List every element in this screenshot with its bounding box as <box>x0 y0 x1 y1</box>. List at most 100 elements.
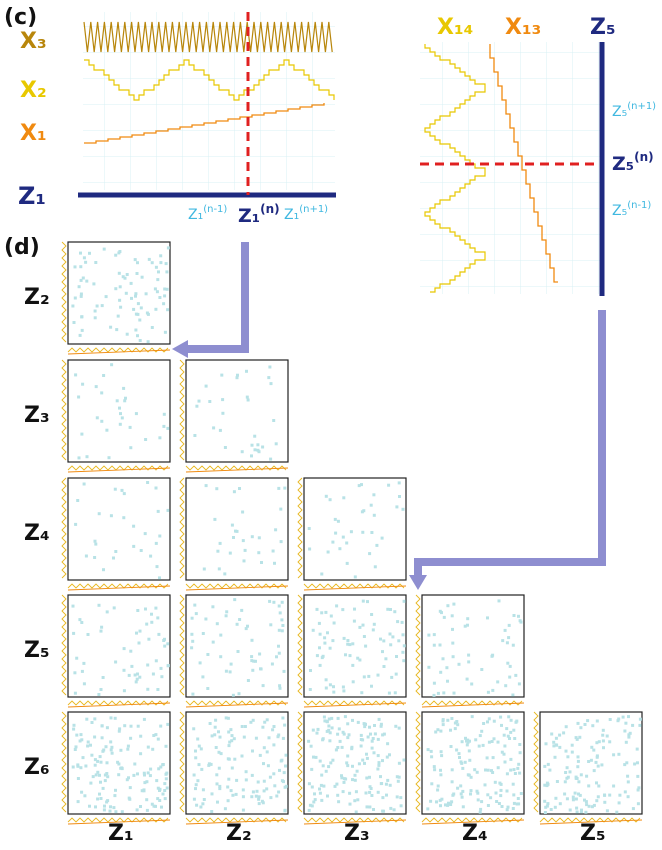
recurrence-dot <box>333 517 337 521</box>
recurrence-dot <box>342 496 346 500</box>
recurrence-dot <box>101 786 105 790</box>
recurrence-dot <box>621 715 625 719</box>
recurrence-dot <box>579 773 583 777</box>
recurrence-dot <box>145 780 149 784</box>
recurrence-dot <box>401 507 405 511</box>
recurrence-dot <box>112 606 116 610</box>
recurrence-dot <box>489 796 493 800</box>
matrix-bottom-signal <box>67 817 169 823</box>
recurrence-dot <box>166 308 170 312</box>
recurrence-dot <box>92 282 96 286</box>
recurrence-dot <box>617 801 621 805</box>
recurrence-dot <box>499 794 503 798</box>
recurrence-dot <box>161 763 165 767</box>
recurrence-dot <box>80 790 84 794</box>
recurrence-dot <box>272 419 276 422</box>
recurrence-dot <box>580 808 583 812</box>
recurrence-dot <box>438 798 442 802</box>
matrix-bottom-signal <box>421 700 523 706</box>
recurrence-dot <box>376 767 380 771</box>
matrix-bottom-signal <box>67 347 169 353</box>
recurrence-dot <box>476 798 480 802</box>
recurrence-dot <box>326 550 330 554</box>
recurrence-dot <box>342 777 346 781</box>
recurrence-dot <box>377 717 381 721</box>
recurrence-dot <box>99 760 103 764</box>
recurrence-dot <box>118 422 122 426</box>
recurrence-dot <box>139 306 143 310</box>
recurrence-dot <box>118 285 122 289</box>
recurrence-dot <box>282 669 286 673</box>
recurrence-dot <box>486 768 490 772</box>
recurrence-dot <box>123 276 127 280</box>
recurrence-matrix <box>185 477 289 581</box>
recurrence-dot <box>554 736 558 740</box>
recurrence-dot <box>103 779 107 783</box>
recurrence-dot <box>84 260 88 264</box>
recurrence-dot <box>94 542 98 546</box>
recurrence-dot <box>99 780 102 784</box>
recurrence-dot <box>353 607 356 611</box>
recurrence-dot <box>391 635 395 639</box>
recurrence-dot <box>384 657 388 661</box>
recurrence-dot <box>201 788 205 792</box>
recurrence-dot <box>232 490 236 494</box>
recurrence-dot <box>309 744 313 748</box>
recurrence-dot <box>626 774 630 778</box>
recurrence-dot <box>467 660 471 664</box>
recurrence-dot <box>268 775 272 779</box>
row-label: Z₂ <box>24 285 50 310</box>
recurrence-dot <box>508 737 511 740</box>
recurrence-dot <box>108 809 112 813</box>
recurrence-dot <box>109 748 113 752</box>
recurrence-dot <box>117 762 121 766</box>
recurrence-dot <box>215 782 219 786</box>
recurrence-dot <box>395 795 399 799</box>
recurrence-dot <box>377 761 381 765</box>
recurrence-dot <box>381 650 384 654</box>
matrix-bottom-signal <box>185 465 287 471</box>
recurrence-dot <box>486 720 489 724</box>
signal-x3-label: X₃ <box>20 29 47 54</box>
recurrence-dot <box>335 782 339 786</box>
recurrence-dot <box>166 246 170 250</box>
recurrence-dot <box>138 629 142 633</box>
recurrence-dot <box>460 761 464 765</box>
recurrence-dot <box>461 805 465 809</box>
recurrence-dot <box>124 396 127 400</box>
recurrence-dot <box>376 673 380 677</box>
recurrence-dot <box>358 658 362 662</box>
recurrence-dot <box>159 254 163 258</box>
recurrence-dot <box>307 527 311 530</box>
z5-next-tick: Z₅(n+1) <box>612 101 656 120</box>
recurrence-dot <box>501 639 505 643</box>
recurrence-dot <box>503 744 507 748</box>
recurrence-dot <box>446 803 450 807</box>
recurrence-dot <box>575 737 579 741</box>
recurrence-dot <box>229 789 233 793</box>
recurrence-dot <box>163 789 167 792</box>
recurrence-dot <box>350 745 354 749</box>
recurrence-dot <box>231 693 235 697</box>
recurrence-dot <box>545 784 549 788</box>
recurrence-dot <box>82 661 86 665</box>
recurrence-dot <box>107 456 111 460</box>
z5-axis-label: Z₅ <box>590 15 616 40</box>
recurrence-dot <box>512 768 516 772</box>
recurrence-dot <box>370 684 373 688</box>
recurrence-dot <box>245 369 248 373</box>
recurrence-dot <box>482 722 486 725</box>
matrix-left-signal <box>61 241 67 343</box>
recurrence-dot <box>351 718 354 722</box>
recurrence-dot <box>129 446 133 450</box>
recurrence-dot <box>213 733 217 737</box>
recurrence-dot <box>125 273 129 276</box>
recurrence-dot <box>456 723 460 727</box>
recurrence-dot <box>491 688 495 692</box>
recurrence-dot <box>446 718 450 722</box>
recurrence-dot <box>257 551 261 555</box>
panel-d-label: (d) <box>4 235 40 260</box>
recurrence-dot <box>574 797 578 801</box>
recurrence-dot <box>79 251 82 255</box>
recurrence-dot <box>257 795 261 799</box>
